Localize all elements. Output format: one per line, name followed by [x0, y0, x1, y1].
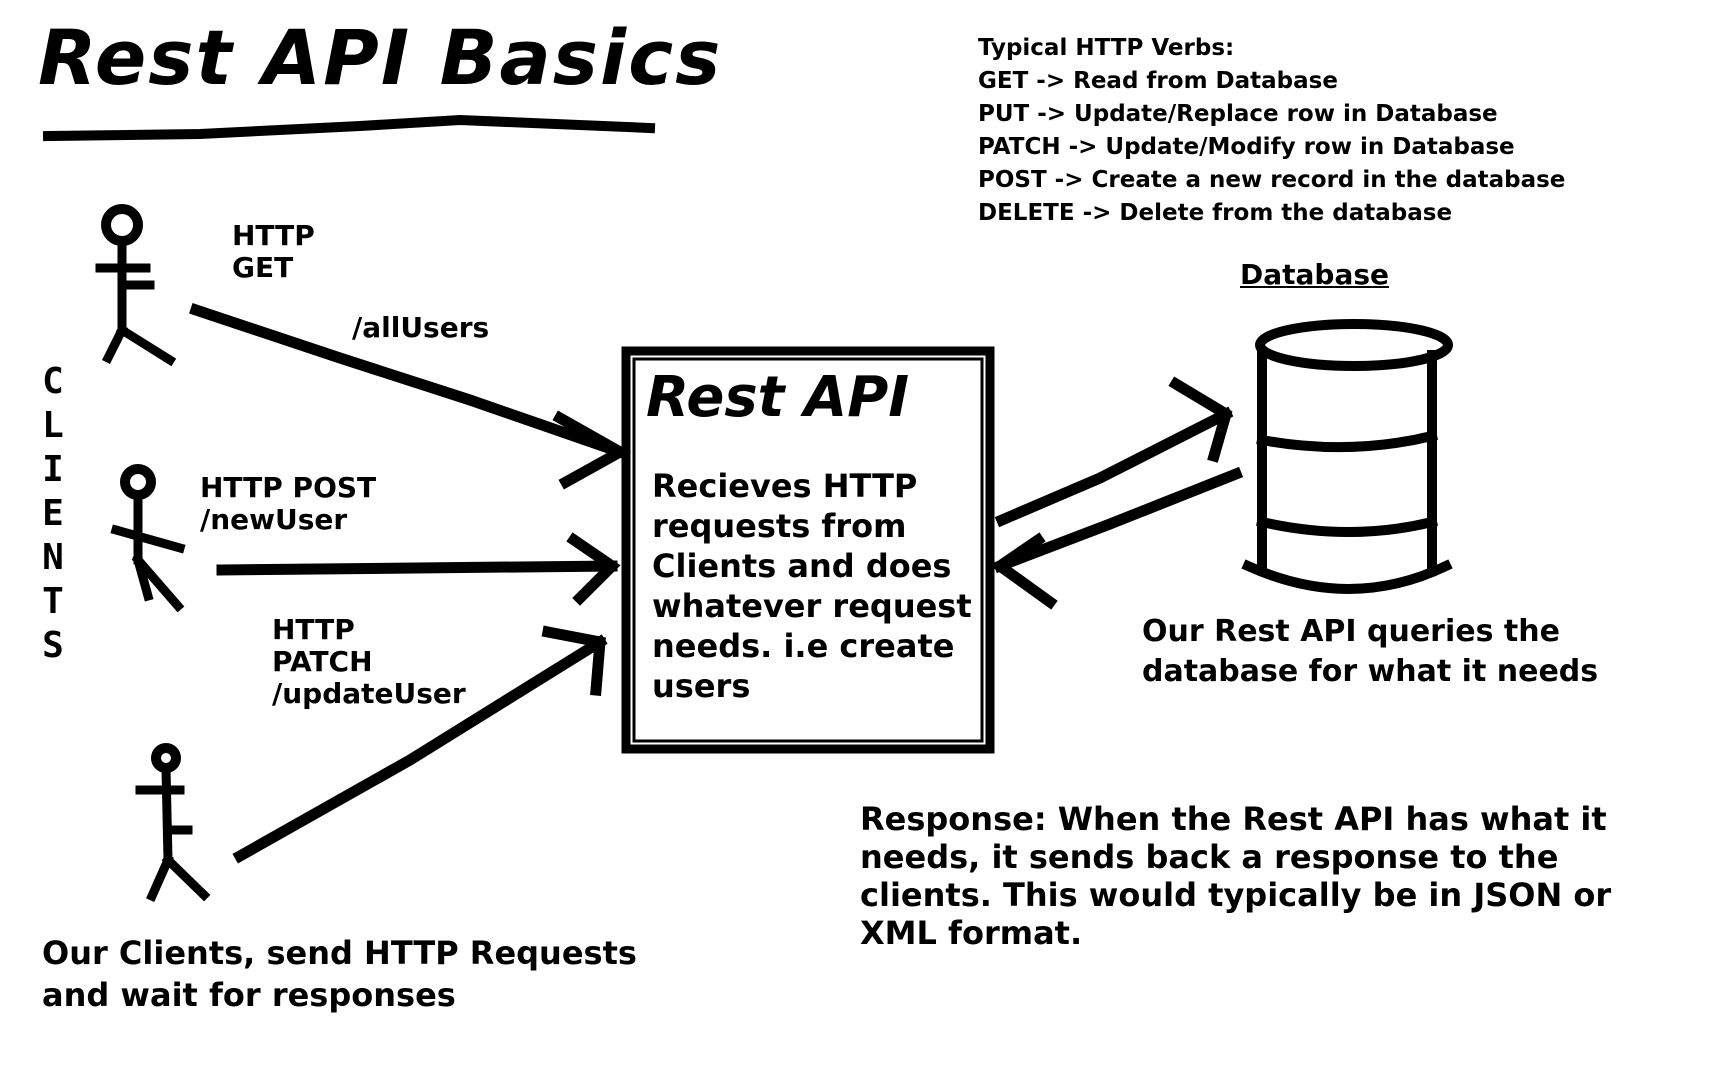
- http-verbs-heading: Typical HTTP Verbs:: [978, 35, 1235, 61]
- http-verb-patch: PATCH -> Update/Modify row in Database: [978, 134, 1515, 160]
- title-underline: [42, 114, 656, 142]
- http-verb-put: PUT -> Update/Replace row in Database: [978, 101, 1498, 127]
- clients-caption: Our Clients, send HTTP Requests and wait…: [42, 934, 637, 1014]
- http-patch-label: HTTP PATCH /updateUser: [272, 613, 466, 710]
- database-label: Database: [1240, 258, 1390, 291]
- http-get-label: HTTP GET: [232, 219, 315, 284]
- response-description: Response: When the Rest API has what it …: [860, 800, 1612, 952]
- database-to-api-arrow: [990, 466, 1244, 610]
- database-caption: Our Rest API queries the database for wh…: [1142, 614, 1599, 689]
- post-request-arrow: [216, 532, 621, 606]
- rest-api-box-title: Rest API: [646, 365, 910, 430]
- rest-api-box-inner: [632, 357, 984, 743]
- client-figure-middle: [110, 464, 186, 613]
- http-verb-get: GET -> Read from Database: [978, 68, 1338, 94]
- clients-vertical-label: CLIENTS: [42, 361, 64, 666]
- get-request-arrow: [189, 303, 632, 490]
- database-icon: [1241, 319, 1453, 594]
- http-verb-delete: DELETE -> Delete from the database: [978, 200, 1453, 226]
- rest-api-box-description: Recieves HTTP requests from Clients and …: [652, 467, 972, 705]
- diagram-title: Rest API Basics: [38, 13, 723, 102]
- all-users-endpoint-label: /allUsers: [352, 311, 490, 344]
- http-verbs-list: Typical HTTP Verbs: GET -> Read from Dat…: [978, 32, 1668, 230]
- rest-api-box: [621, 346, 995, 754]
- client-figure-top: [95, 204, 177, 367]
- client-figure-bottom: [135, 743, 211, 902]
- api-to-database-arrow: [994, 376, 1234, 528]
- http-post-label: HTTP POST /newUser: [200, 471, 377, 536]
- patch-request-arrow: [232, 625, 608, 864]
- http-verb-post: POST -> Create a new record in the datab…: [978, 167, 1566, 193]
